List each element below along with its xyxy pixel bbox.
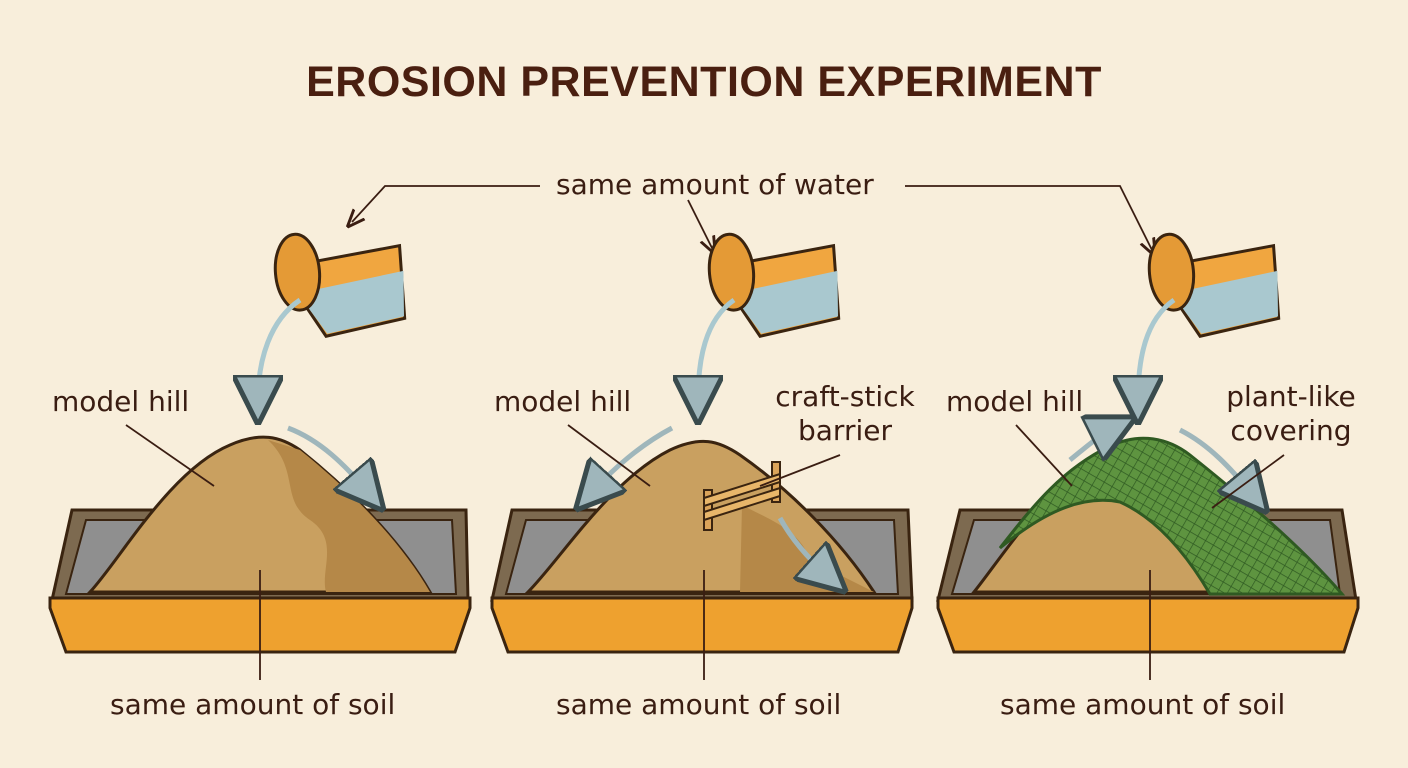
water-label: same amount of water: [556, 168, 874, 201]
arrow-icon: [1068, 428, 1114, 462]
soil-label-3: same amount of soil: [1000, 688, 1286, 721]
covering-label: plant-like covering: [1206, 380, 1376, 448]
covering-label-line1: plant-like: [1226, 380, 1356, 413]
page-title: EROSION PREVENTION EXPERIMENT: [306, 58, 1102, 106]
water-stream-icon: [258, 297, 302, 400]
cup-icon: [707, 232, 841, 338]
hill-label-2: model hill: [494, 385, 632, 418]
soil-label-2: same amount of soil: [556, 688, 842, 721]
water-stream-icon: [1138, 297, 1176, 400]
arrow-icon: [777, 516, 828, 576]
water-stream-icon: [698, 297, 736, 400]
barrier-label-line1: craft-stick: [775, 380, 915, 413]
covering-label-line2: covering: [1230, 414, 1352, 447]
setup-3: [936, 232, 1360, 680]
arrow-icon: [287, 425, 368, 492]
arrow-icon: [1178, 427, 1252, 494]
barrier-label-line2: barrier: [798, 414, 892, 447]
hill-label-1: model hill: [52, 385, 190, 418]
soil-label-1: same amount of soil: [110, 688, 396, 721]
water-connectors: [352, 185, 1152, 250]
cup-icon: [273, 232, 407, 338]
barrier-label: craft-stick barrier: [760, 380, 930, 448]
setup-2: [490, 232, 914, 680]
arrow-icon: [592, 425, 674, 492]
hill-label-3: model hill: [946, 385, 1084, 418]
cup-icon: [1147, 232, 1281, 338]
setup-1: [48, 232, 472, 680]
